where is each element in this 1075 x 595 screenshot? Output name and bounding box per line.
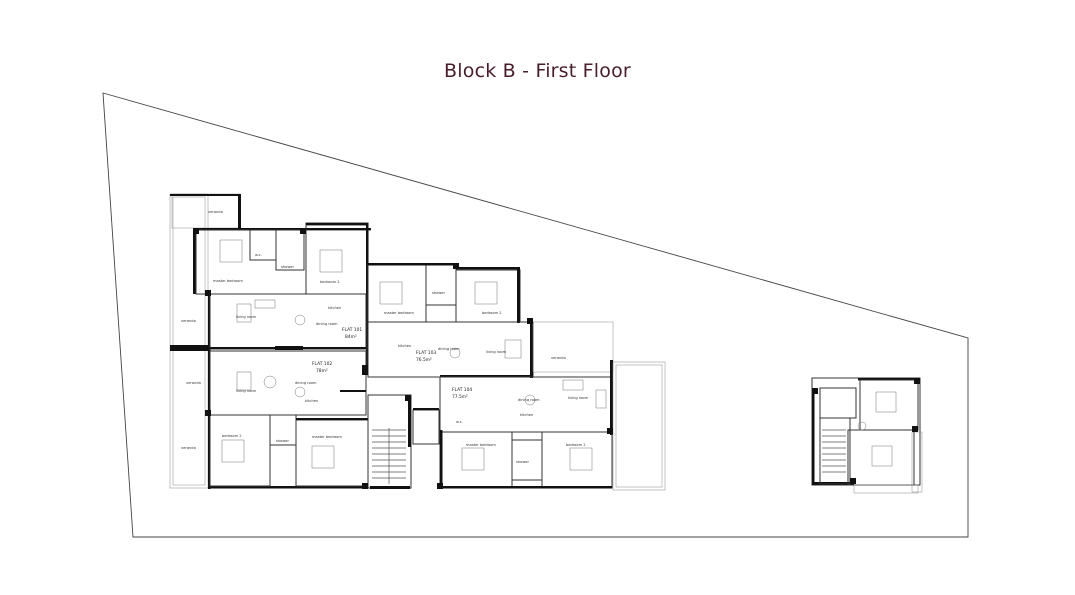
label-veranda-1: veranda xyxy=(208,210,223,214)
flat102-name: FLAT 102 xyxy=(312,361,332,367)
label-living-102: living room xyxy=(236,389,257,393)
label-master-bedroom-104: master bedroom xyxy=(466,443,496,447)
label-master-bedroom-101: master bedroom xyxy=(213,279,243,283)
page-title: Block B - First Floor xyxy=(444,60,631,82)
label-master-bedroom-103: master bedroom xyxy=(384,311,414,315)
stair-treads xyxy=(372,428,406,484)
site-boundary xyxy=(102,92,969,538)
veranda-right-bottom xyxy=(612,361,666,491)
label-kitchen-101: kitchen xyxy=(328,306,341,310)
label-veranda-5: veranda xyxy=(551,356,566,360)
label-dining-103: dining room xyxy=(438,347,460,351)
label-bedroom2-104: bedroom 2 xyxy=(566,443,586,447)
main-block: veranda veranda veranda veranda veranda … xyxy=(169,193,666,491)
flat104-area: 77.5m² xyxy=(452,394,468,400)
label-shower-103: shower xyxy=(432,291,445,295)
label-kitchen-102: kitchen xyxy=(305,399,318,403)
label-dining-104: dining room xyxy=(518,398,540,402)
furniture xyxy=(219,239,607,471)
label-kitchen-103: kitchen xyxy=(398,344,411,348)
label-shower-102: shower xyxy=(276,439,289,443)
label-bedroom2-101: bedroom 2 xyxy=(320,280,340,284)
flat101-area: 84m² xyxy=(345,334,357,340)
annex-block xyxy=(811,377,923,494)
lift-shaft xyxy=(412,409,440,445)
label-wc-104: w.c. xyxy=(456,420,463,424)
label-shower-101: shower xyxy=(281,265,294,269)
label-dining-102: dining room xyxy=(295,381,317,385)
flat101-name: FLAT 101 xyxy=(342,327,362,333)
label-living-101: living room xyxy=(236,315,257,319)
label-living-104: living room xyxy=(568,396,589,400)
label-living-103: living room xyxy=(486,350,507,354)
flat103-area: 76.5m² xyxy=(416,357,432,363)
label-bedroom2-103: bedroom 2 xyxy=(482,311,502,315)
label-kitchen-104: kitchen xyxy=(520,413,533,417)
veranda-right-top xyxy=(532,321,614,373)
flat104-name: FLAT 104 xyxy=(452,387,472,393)
flat102-area: 78m² xyxy=(316,368,328,374)
veranda-left xyxy=(169,193,209,489)
label-veranda-2: veranda xyxy=(181,319,196,323)
label-veranda-4: veranda xyxy=(181,446,196,450)
label-dining-101: dining room xyxy=(316,322,338,326)
label-shower-104: shower xyxy=(516,460,529,464)
label-bedroom2-102: bedroom 2 xyxy=(222,434,242,438)
label-veranda-3: veranda xyxy=(186,381,201,385)
veranda-top-left xyxy=(171,193,241,229)
label-master-bedroom-102: master bedroom xyxy=(312,435,342,439)
annex-stair xyxy=(822,429,846,473)
label-wc-101: w.c. xyxy=(255,253,262,257)
flat103-name: FLAT 103 xyxy=(416,350,436,356)
